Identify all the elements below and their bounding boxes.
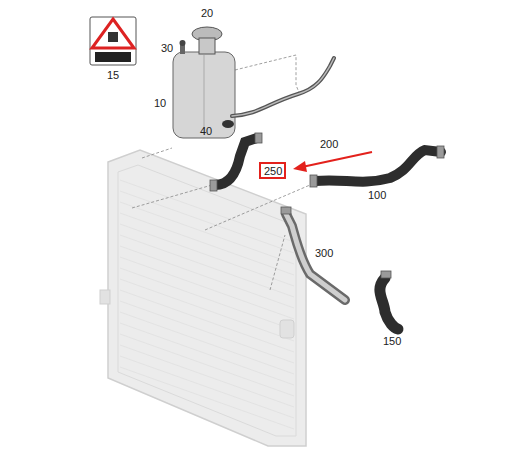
fin-stroke [120, 356, 294, 418]
callout-number: 15 [107, 70, 119, 81]
callout-number: 10 [154, 98, 166, 109]
radiator-outlet [280, 320, 294, 338]
fin-stroke [120, 367, 294, 429]
callout-number: 100 [368, 190, 386, 201]
callout-number: 250 [264, 166, 281, 177]
pointer-arrow [293, 152, 372, 172]
radiator-mount [100, 290, 110, 304]
callout-number: 150 [383, 336, 401, 347]
hose-clamps [210, 133, 444, 278]
callout-number: 200 [320, 139, 338, 150]
radiator-fins [120, 180, 294, 429]
callout-number: 300 [315, 248, 333, 259]
highlight-box: 250 [259, 162, 286, 179]
warning-sticker [90, 17, 136, 65]
radiator-core [118, 165, 296, 436]
callout-number: 40 [200, 126, 212, 137]
expansion-tank [173, 27, 235, 138]
hoses [215, 58, 441, 329]
callout-number: 20 [201, 8, 213, 19]
callout-number: 30 [161, 43, 173, 54]
radiator [108, 150, 306, 446]
